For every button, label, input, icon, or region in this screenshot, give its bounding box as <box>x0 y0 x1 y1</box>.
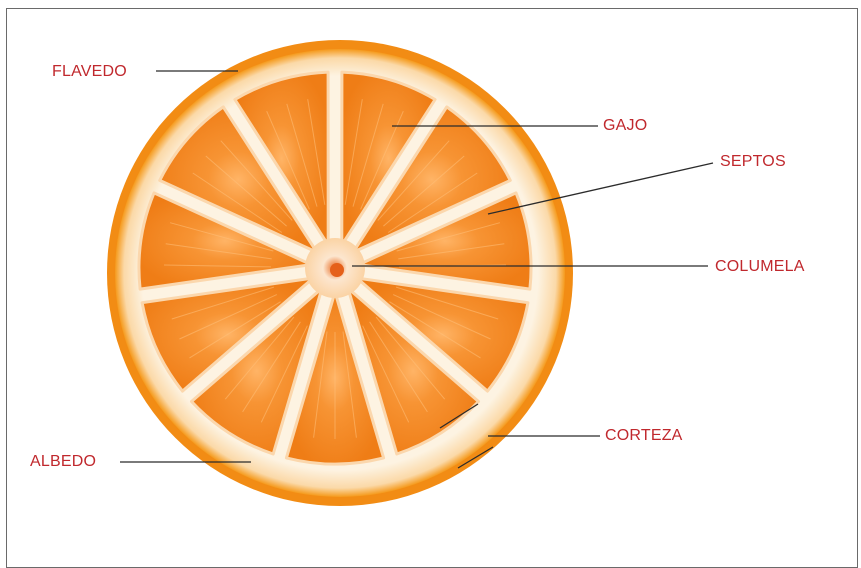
columella-seed <box>330 263 344 277</box>
label-septos: SEPTOS <box>720 153 786 171</box>
label-corteza: CORTEZA <box>605 427 683 445</box>
label-columela: COLUMELA <box>715 258 805 276</box>
label-albedo: ALBEDO <box>30 453 96 471</box>
label-gajo: GAJO <box>603 117 647 135</box>
label-flavedo: FLAVEDO <box>52 63 127 81</box>
